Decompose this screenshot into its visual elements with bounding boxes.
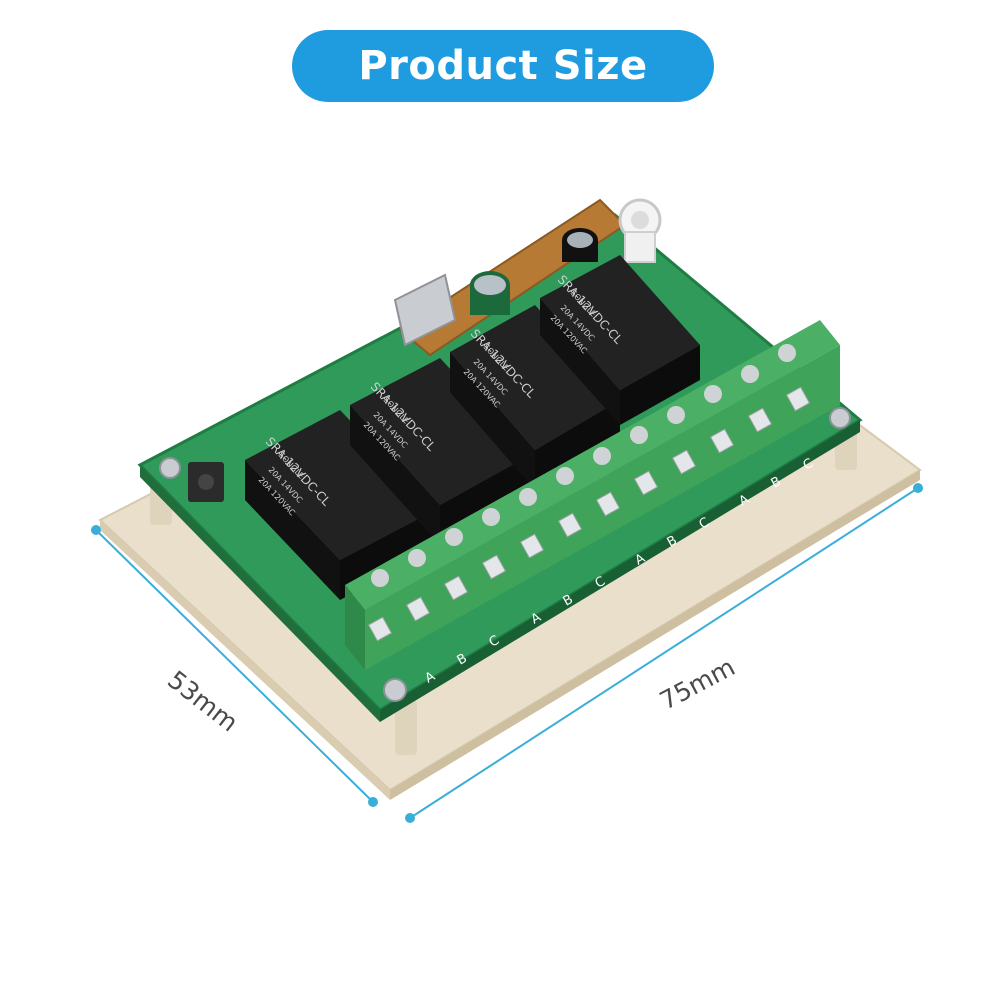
dimension-line-height xyxy=(91,525,378,807)
dimension-line-width xyxy=(405,483,923,823)
base-plate-side xyxy=(100,520,390,800)
mounting-screw xyxy=(159,457,181,479)
page-title: Product Size xyxy=(358,43,648,89)
terminal-screws xyxy=(371,344,796,587)
terminal-clamps xyxy=(367,386,811,642)
mounting-screw xyxy=(383,678,407,702)
mounting-screw xyxy=(829,407,851,429)
relay xyxy=(540,255,700,425)
title-badge: Product Size xyxy=(292,30,714,102)
